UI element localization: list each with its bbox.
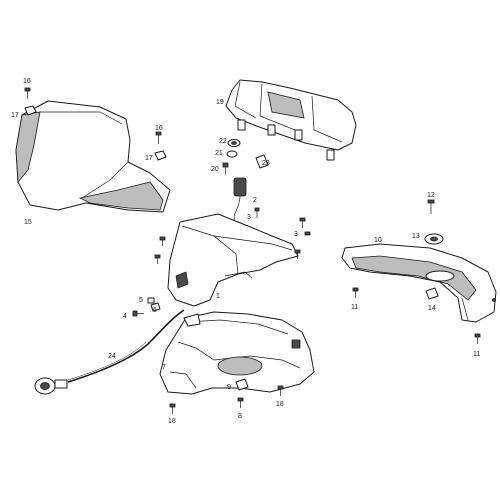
label-part-8: 8 [238, 413, 242, 420]
clip-part-23 [255, 154, 269, 169]
screw-part-3-top [299, 217, 306, 228]
screw-part-18-right [277, 385, 284, 396]
bolt-part-20 [222, 162, 229, 174]
label-part-10: 10 [374, 237, 382, 244]
label-part-14: 14 [428, 305, 436, 312]
screw-part-8 [237, 397, 244, 408]
label-part-6: 6 [153, 307, 157, 314]
clip-part-6 [150, 302, 161, 312]
grommet-part-22 [227, 139, 241, 147]
label-part-17-mid: 17 [145, 155, 153, 162]
label-part-16-left: 16 [23, 78, 31, 85]
grommet-part-13 [424, 233, 444, 245]
label-part-5: 5 [139, 297, 143, 304]
rear-bracket-part-10 [341, 243, 497, 323]
screw-part-2 [254, 207, 260, 218]
screw-part-11-left [352, 287, 359, 298]
clip-nut-part-14 [425, 287, 439, 300]
screw-right-cover [294, 249, 301, 259]
label-part-16-mid: 16 [155, 125, 163, 132]
screw-part-11-right [474, 333, 481, 344]
clip-nut-17-left [24, 105, 37, 116]
label-part-9: 9 [227, 384, 231, 391]
label-part-1: 1 [216, 293, 220, 300]
clip-nut-part-9 [235, 378, 249, 391]
label-part-12: 12 [427, 192, 435, 199]
label-part-7: 7 [162, 364, 166, 371]
screw-part-12 [427, 199, 435, 214]
label-part-3-right: 3 [294, 231, 298, 238]
label-part-19: 19 [216, 99, 224, 106]
clip-nut-17-mid [154, 150, 167, 161]
screw-part-18-left [169, 403, 176, 414]
label-part-20: 20 [211, 166, 219, 173]
label-part-15: 15 [24, 219, 32, 226]
label-part-3-left: 3 [247, 214, 251, 221]
screw-part-3-mid [304, 231, 311, 236]
lower-cover-part-7 [159, 311, 315, 395]
nut-part-5 [147, 297, 155, 304]
label-part-24: 24 [108, 353, 116, 360]
label-part-22: 22 [219, 138, 227, 145]
screw-part-4 [132, 310, 144, 317]
screw-16-left [24, 87, 31, 99]
handlebar-cover-part-1 [167, 213, 299, 307]
label-part-23: 23 [262, 160, 270, 167]
label-part-13: 13 [412, 233, 420, 240]
label-part-4: 4 [123, 313, 127, 320]
front-cover-part-15 [15, 100, 171, 213]
label-part-11-left: 11 [351, 304, 358, 311]
label-part-18-left: 18 [168, 418, 176, 425]
label-part-17-left: 17 [11, 112, 19, 119]
washer-part-21 [226, 150, 238, 158]
label-part-21: 21 [215, 150, 223, 157]
instrument-cluster-part-19 [225, 79, 357, 161]
speedo-cable-part-24 [34, 309, 185, 395]
screw-16-mid [155, 131, 162, 144]
label-part-18-right: 18 [276, 401, 284, 408]
label-part-2: 2 [253, 197, 257, 204]
label-part-11-right: 11 [473, 351, 480, 358]
screw-left-cover [154, 236, 166, 264]
